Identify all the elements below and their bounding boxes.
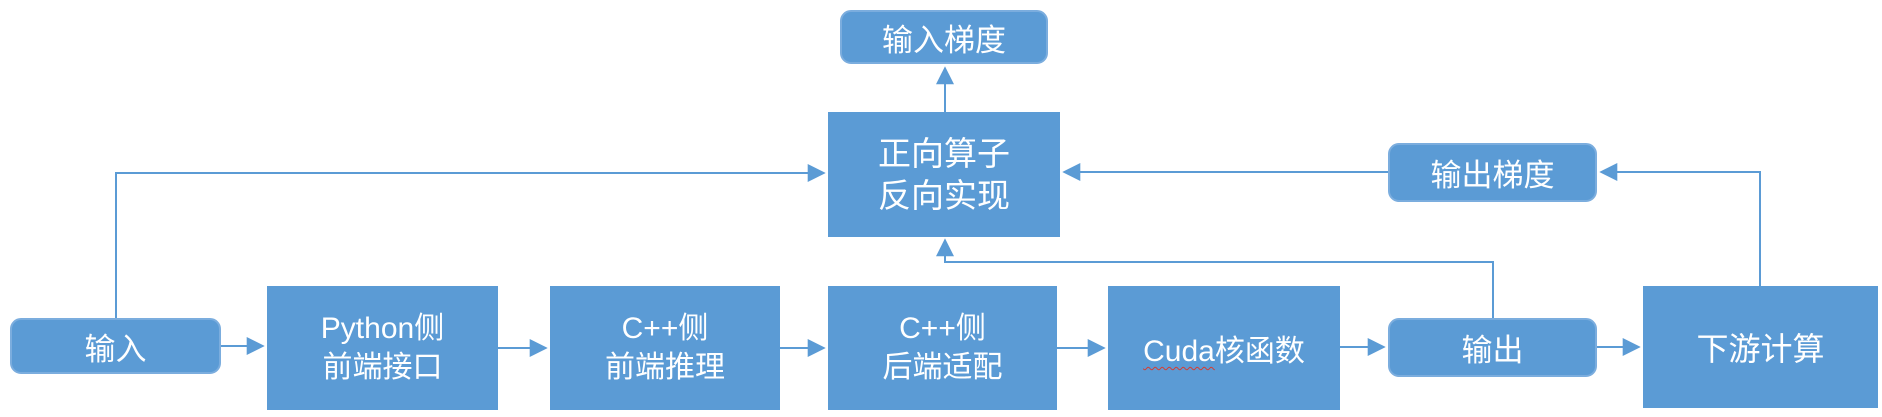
- node-cuda-kernel: Cuda核函数: [1108, 286, 1340, 410]
- node-input-label: 输入: [84, 331, 147, 367]
- node-output-gradient-label: 输出梯度: [1430, 158, 1555, 193]
- arrow-output-to-backward-impl: [936, 238, 1494, 318]
- node-cuda-kernel-label: Cuda核函数: [1143, 326, 1305, 370]
- node-cpp-frontend-inference-label: C++侧 前端推理: [605, 312, 725, 384]
- arrow-downstream-to-output-gradient: [1599, 163, 1761, 286]
- node-cpp-backend-adaptation: C++侧 后端适配: [828, 286, 1057, 410]
- node-cuda-kernel-label-en: Cuda: [1143, 335, 1215, 368]
- node-input: 输入: [10, 318, 221, 374]
- node-input-gradient: 输入梯度: [840, 10, 1048, 64]
- node-downstream-computation: 下游计算: [1643, 286, 1878, 408]
- node-output: 输出: [1388, 318, 1597, 377]
- node-backward-implementation-label: 正向算子 反向实现: [878, 134, 1010, 214]
- node-input-gradient-label: 输入梯度: [882, 22, 1006, 58]
- node-output-label: 输出: [1461, 333, 1524, 368]
- node-cpp-backend-adaptation-label: C++侧 后端适配: [882, 312, 1003, 384]
- node-cpp-frontend-inference: C++侧 前端推理: [550, 286, 780, 410]
- node-downstream-computation-label: 下游计算: [1696, 331, 1825, 367]
- node-backward-implementation: 正向算子 反向实现: [828, 112, 1060, 237]
- arrow-input-to-backward-impl: [115, 164, 826, 318]
- node-cuda-kernel-label-zh: 核函数: [1214, 335, 1305, 368]
- node-python-frontend-interface: Python侧 前端接口: [267, 286, 498, 410]
- node-python-frontend-interface-label: Python侧 前端接口: [320, 312, 445, 384]
- node-output-gradient: 输出梯度: [1388, 143, 1597, 202]
